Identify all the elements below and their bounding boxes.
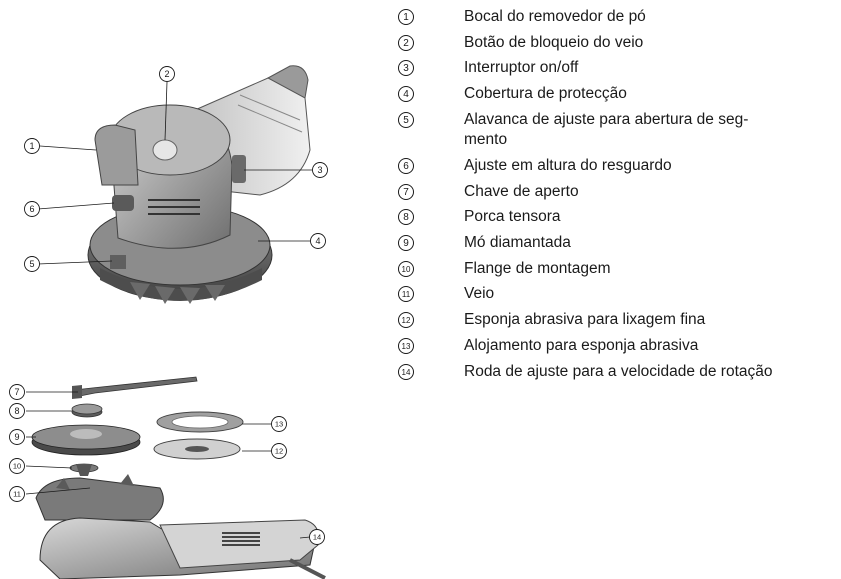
- top-tool-drawing: [87, 65, 311, 304]
- legend-label: mento: [464, 131, 508, 148]
- legend-number: 10: [398, 261, 414, 277]
- legend-number: 2: [398, 35, 414, 51]
- legend-label: Roda de ajuste para a velocidade de rota…: [464, 363, 773, 380]
- callout-14: 14: [313, 533, 321, 542]
- legend-number: 5: [398, 112, 414, 128]
- legend-label: Botão de bloqueio do veio: [464, 34, 644, 51]
- callout-9: 9: [14, 432, 19, 442]
- legend-label: Cobertura de protecção: [464, 85, 627, 102]
- legend-label: Esponja abrasiva para lixagem fina: [464, 311, 706, 328]
- legend-label: Flange de montagem: [464, 260, 611, 277]
- tool-illustration: 1 2 3 4 5 6 7 8 9 10 11 12 13 14: [9, 65, 328, 579]
- callout-3: 3: [317, 165, 322, 175]
- callout-2: 2: [164, 69, 169, 79]
- callout-7: 7: [14, 387, 19, 397]
- bottom-tool-drawing: [31, 376, 326, 579]
- callout-5: 5: [29, 259, 34, 269]
- legend-number: 9: [398, 235, 414, 251]
- legend-number: 3: [398, 60, 414, 76]
- legend-number: 14: [398, 364, 414, 380]
- legend-number: 12: [398, 312, 414, 328]
- legend-number: 1: [398, 9, 414, 25]
- callout-10: 10: [13, 462, 21, 471]
- legend-label: Bocal do removedor de pó: [464, 8, 646, 25]
- legend-label: Chave de aperto: [464, 183, 579, 200]
- legend-label: Mó diamantada: [464, 234, 571, 251]
- callout-13: 13: [275, 420, 283, 429]
- callout-8: 8: [14, 406, 19, 416]
- legend-number: 4: [398, 86, 414, 102]
- legend-label: Interruptor on/off: [464, 59, 579, 76]
- legend-label: Alavanca de ajuste para abertura de seg-: [464, 111, 749, 128]
- legend-label: Ajuste em altura do resguardo: [464, 157, 672, 174]
- legend-number: 7: [398, 184, 414, 200]
- legend-label: Porca tensora: [464, 208, 561, 225]
- legend-number: 11: [398, 286, 414, 302]
- callout-6: 6: [29, 204, 34, 214]
- legend-label: Veio: [464, 285, 495, 302]
- legend-label: Alojamento para esponja abrasiva: [464, 337, 699, 354]
- callout-1: 1: [29, 141, 34, 151]
- legend-number: 13: [398, 338, 414, 354]
- callout-4: 4: [315, 236, 320, 246]
- callout-12: 12: [275, 447, 283, 456]
- callout-11: 11: [13, 490, 21, 499]
- legend-number: 6: [398, 158, 414, 174]
- legend-number: 8: [398, 209, 414, 225]
